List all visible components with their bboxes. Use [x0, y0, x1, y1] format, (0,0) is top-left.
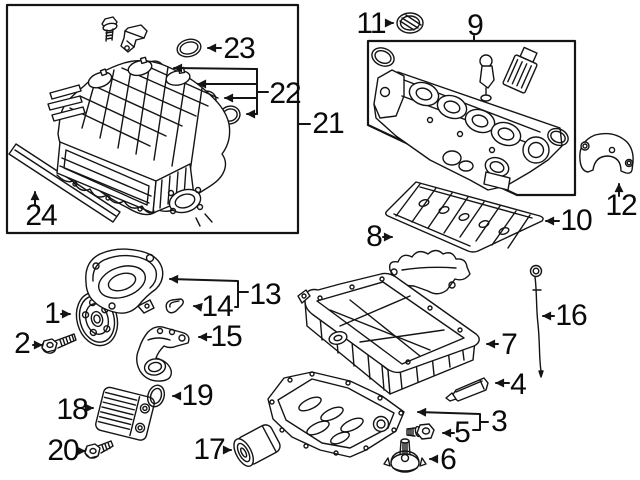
baffle-plate-drawing: [388, 249, 471, 295]
callout-16[interactable]: 16: [555, 299, 587, 332]
callout-4[interactable]: 4: [510, 368, 527, 401]
callout-19[interactable]: 19: [181, 379, 213, 412]
oil-cooler-drawing: [95, 386, 156, 441]
cooler-bolt-drawing: [84, 440, 114, 459]
callout-18[interactable]: 18: [56, 393, 88, 426]
callout-5[interactable]: 5: [454, 416, 471, 449]
callout-8[interactable]: 8: [366, 220, 383, 253]
callout-21[interactable]: 21: [312, 107, 344, 140]
oil-drain-valve-drawing: [383, 438, 427, 473]
upper-oil-pan-drawing: [297, 272, 480, 395]
callout-23[interactable]: 23: [223, 32, 255, 65]
map-sensor-drawing: [120, 24, 148, 53]
oil-filler-cap-drawing: [396, 12, 424, 34]
camshaft-housing-drawing: [371, 46, 569, 191]
small-timing-cover-drawing: [579, 132, 634, 174]
callout-22[interactable]: 22: [269, 77, 301, 110]
oil-filter-drawing: [233, 424, 281, 467]
manifold-gasket-drawing: [8, 143, 121, 223]
cover-clip-drawing: [165, 298, 184, 314]
callout-2[interactable]: 2: [14, 327, 31, 360]
callout-20[interactable]: 20: [47, 434, 79, 467]
callout-17[interactable]: 17: [193, 433, 225, 466]
callout-6[interactable]: 6: [440, 443, 457, 476]
support-bracket-drawing: [136, 325, 190, 382]
callout-9[interactable]: 9: [467, 9, 484, 42]
callout-13[interactable]: 13: [249, 278, 281, 311]
callout-3[interactable]: 3: [491, 405, 508, 438]
callout-leader-lines: [30, 18, 624, 464]
callout-15[interactable]: 15: [210, 320, 242, 353]
housing-gasket-drawing: [385, 181, 544, 253]
front-cover-drawing: [85, 248, 164, 314]
oil-dipstick-drawing: [529, 264, 544, 378]
lower-oil-pan-drawing: [267, 371, 405, 458]
callout-12[interactable]: 12: [605, 189, 637, 222]
oil-drain-plug-drawing: [406, 423, 435, 440]
callout-24[interactable]: 24: [25, 199, 57, 232]
pulley-bolt-drawing: [41, 333, 77, 354]
intake-manifold-drawing: [47, 56, 231, 227]
manifold-bolt-drawing: [101, 16, 118, 42]
callout-10[interactable]: 10: [560, 204, 592, 237]
callout-11[interactable]: 11: [356, 7, 386, 40]
cooler-o-ring-drawing: [146, 384, 166, 408]
callout-14[interactable]: 14: [201, 290, 233, 323]
sealant-tube-drawing: [445, 377, 489, 402]
callout-1[interactable]: 1: [44, 297, 61, 330]
callout-7[interactable]: 7: [501, 328, 518, 361]
manifold-o-ring-drawing: [176, 38, 202, 58]
